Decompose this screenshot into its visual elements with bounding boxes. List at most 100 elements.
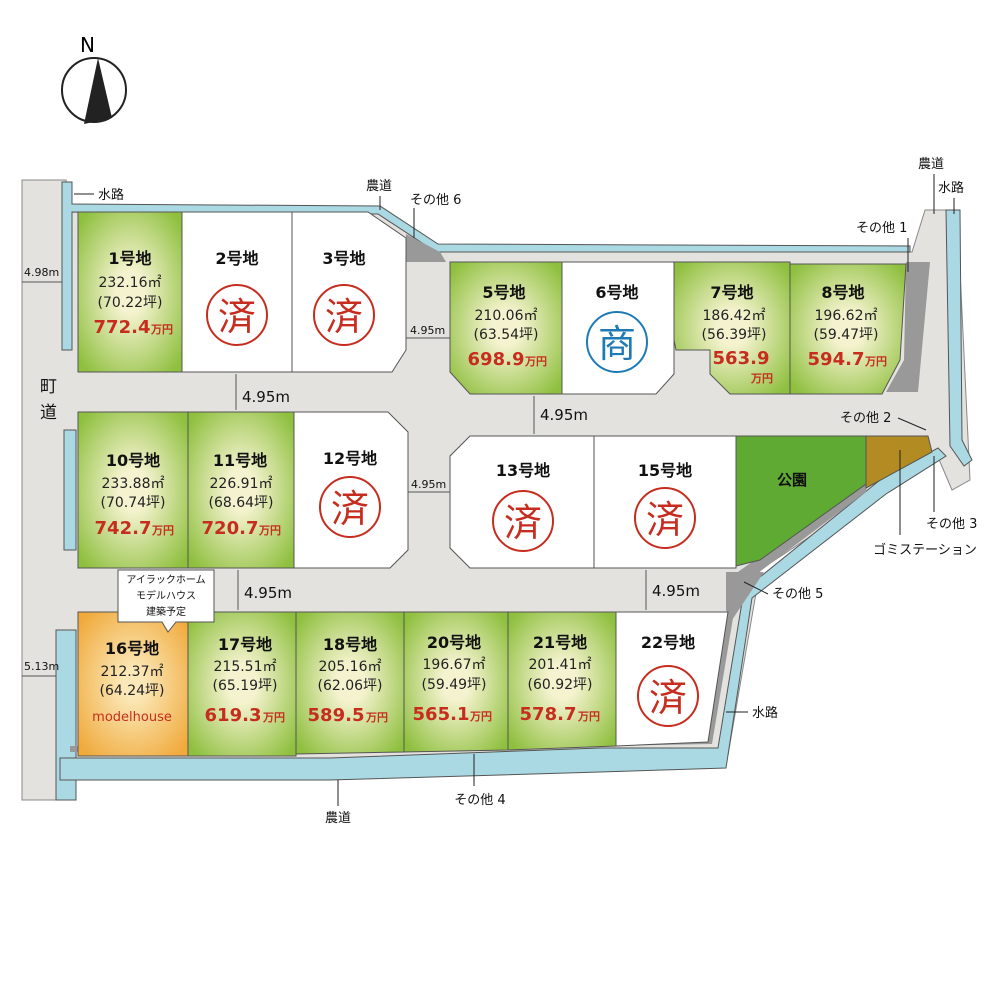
lot-11-tsubo: (68.64坪) <box>208 495 273 511</box>
lot-17-unit: 万円 <box>262 711 285 724</box>
lot-20-name: 20号地 <box>427 633 481 652</box>
compass-needle-icon <box>84 58 112 124</box>
water-channel-right <box>945 209 973 467</box>
lot-5[interactable] <box>449 261 563 395</box>
other-5-leader <box>743 581 769 595</box>
lot-18-name: 18号地 <box>323 635 377 654</box>
lot-8-name: 8号地 <box>821 283 864 302</box>
dim-road-row1-right: 4.95m <box>540 406 588 424</box>
sold-mark-circle <box>319 476 381 538</box>
lot-10-unit: 万円 <box>151 524 174 537</box>
nodo-right-label: 農道 <box>918 157 944 172</box>
dim-left-top: 4.98m <box>24 266 59 279</box>
lot-17-name: 17号地 <box>218 635 272 654</box>
lot-10-price: 742.7 <box>95 518 152 539</box>
lot-21-area: 201.41㎡ <box>529 657 592 673</box>
lot-18-price: 589.5 <box>308 705 365 726</box>
other-strip-1 <box>886 262 930 392</box>
dim-road-row2: 4.95m <box>244 584 292 602</box>
lot-16-name: 16号地 <box>105 639 159 658</box>
lot-17-price: 619.3 <box>205 705 262 726</box>
lot-8-price: 594.7 <box>808 349 865 370</box>
lot-18-unit: 万円 <box>365 711 388 724</box>
lot-18-tsubo: (62.06坪) <box>317 678 382 694</box>
lot-17-area: 215.51㎡ <box>214 659 277 675</box>
lot-20-unit: 万円 <box>469 710 492 723</box>
lot-8-unit: 万円 <box>864 355 887 368</box>
other-5-label: その他 5 <box>772 587 823 602</box>
lot-5-name: 5号地 <box>482 283 525 302</box>
lot-11-price: 720.7 <box>202 518 259 539</box>
lot-10-name: 10号地 <box>106 451 160 470</box>
lot-16-tsubo: (64.24坪) <box>99 683 164 699</box>
lot-11-area: 226.91㎡ <box>210 476 273 492</box>
dim-left-bottom: 5.13m <box>24 660 59 673</box>
lot-3[interactable] <box>291 211 407 373</box>
lot-12-sold-mark: 済 <box>331 487 369 531</box>
lot-8[interactable] <box>789 263 907 395</box>
lot-17[interactable] <box>187 611 297 757</box>
water-channel-bottom <box>59 447 947 781</box>
lot-1-unit: 万円 <box>150 323 173 336</box>
callout-line-2: モデルハウス <box>136 589 196 602</box>
park-label: 公園 <box>777 471 807 489</box>
lot-7-unit: 万円 <box>750 372 773 385</box>
lot-1-price: 772.4 <box>94 317 151 338</box>
lot-10-tsubo: (70.74坪) <box>100 495 165 511</box>
lot-21-tsubo: (60.92坪) <box>527 677 592 693</box>
lot-7-tsubo: (56.39坪) <box>701 327 766 343</box>
lot-5-unit: 万円 <box>524 355 547 368</box>
lot-2-name: 2号地 <box>215 249 258 268</box>
suiro-bottom-label: 水路 <box>752 705 778 721</box>
north-compass: N <box>61 33 127 124</box>
sold-mark-circle <box>634 487 696 549</box>
lot-20-tsubo: (59.49坪) <box>421 677 486 693</box>
lot-21-name: 21号地 <box>533 633 587 652</box>
other-1-label: その他 1 <box>856 221 907 236</box>
lot-7-price: 563.9 <box>713 348 770 369</box>
lot-1-name: 1号地 <box>108 249 151 268</box>
lot-13-sold-mark: 済 <box>504 501 542 545</box>
lot-6-name: 6号地 <box>595 283 638 302</box>
negotiation-mark-circle <box>586 311 648 373</box>
sold-mark-circle <box>206 284 268 346</box>
lot-22-name: 22号地 <box>641 633 695 652</box>
lot-15[interactable] <box>593 435 737 569</box>
dim-road-row1: 4.95m <box>242 388 290 406</box>
lot-2[interactable] <box>181 211 293 373</box>
lot-1-area: 232.16㎡ <box>99 275 162 291</box>
lot-12[interactable] <box>293 411 409 569</box>
lot-16-note: modelhouse <box>92 710 172 725</box>
other-3-label: その他 3 <box>926 517 977 532</box>
lot-11-name: 11号地 <box>213 451 267 470</box>
lot-8-tsubo: (59.47坪) <box>813 327 878 343</box>
suiro-top-label: 水路 <box>98 187 124 203</box>
other-strip-6 <box>406 234 446 262</box>
water-channel-left-mid <box>63 429 77 551</box>
lot-6[interactable] <box>561 261 675 395</box>
lot-20-price: 565.1 <box>413 704 470 725</box>
sold-mark-circle <box>637 665 699 727</box>
callout-line-3: 建築予定 <box>146 605 186 618</box>
machi-road-label-2: 道 <box>40 403 57 423</box>
lot-7-area: 186.42㎡ <box>703 308 766 324</box>
lot-16-area: 212.37㎡ <box>101 664 164 680</box>
sold-mark-circle <box>313 284 375 346</box>
lot-15-name: 15号地 <box>638 461 692 480</box>
lot-11-unit: 万円 <box>258 524 281 537</box>
lot-20-area: 196.67㎡ <box>423 657 486 673</box>
model-house-callout: アイラックホーム モデルハウス 建築予定 <box>117 569 215 633</box>
dim-gap-5: 4.95m <box>410 324 445 337</box>
gomi-station-area <box>865 435 933 489</box>
lot-1-tsubo: (70.22坪) <box>97 295 162 311</box>
other-2-leader <box>897 417 927 431</box>
lot-5-area: 210.06㎡ <box>475 308 538 324</box>
lot-1[interactable] <box>77 211 183 373</box>
lot-21-unit: 万円 <box>577 710 600 723</box>
lot-22-sold-mark: 済 <box>649 676 687 720</box>
other-4-label: その他 4 <box>454 793 505 808</box>
lot-10-area: 233.88㎡ <box>102 476 165 492</box>
lot-17-tsubo: (65.19坪) <box>212 678 277 694</box>
nodo-bottom-label: 農道 <box>325 811 351 826</box>
